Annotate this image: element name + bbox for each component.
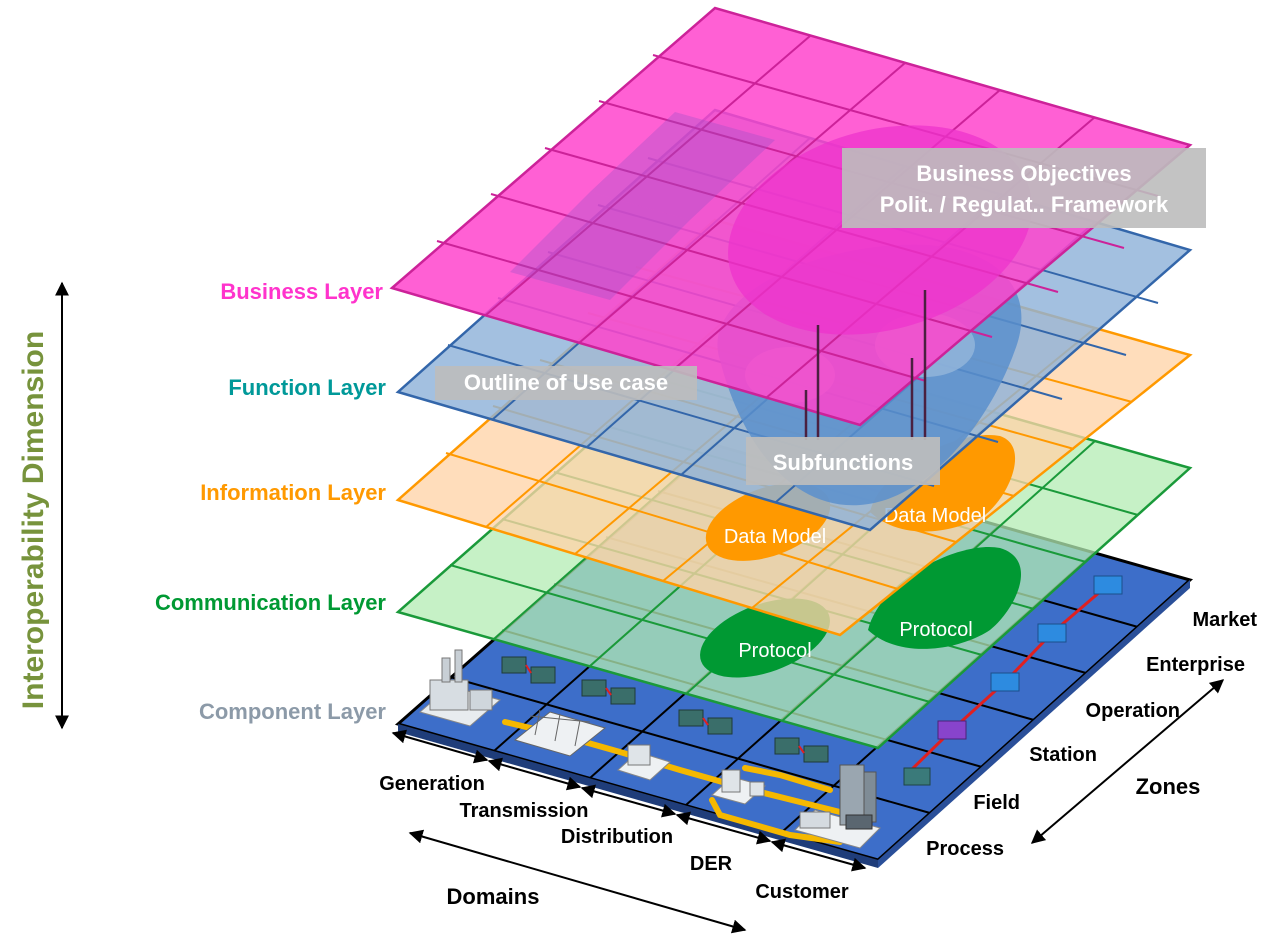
layer-connectors bbox=[804, 290, 927, 440]
business-use-case-zone bbox=[510, 112, 775, 300]
domain-axis: Generation Transmission Distribution DER… bbox=[379, 729, 867, 934]
market-device bbox=[1093, 575, 1123, 595]
interoperability-axis: Interoperability Dimension bbox=[17, 281, 69, 730]
protocol-left-label: Protocol bbox=[738, 640, 811, 662]
customer-buildings bbox=[794, 764, 881, 849]
zone-station: Station bbox=[1029, 744, 1097, 766]
station-device bbox=[937, 720, 967, 740]
protocol-right-label: Protocol bbox=[899, 619, 972, 641]
interoperability-axis-label: Interoperability Dimension bbox=[17, 331, 50, 709]
communication-layer-label: Communication Layer bbox=[155, 590, 386, 615]
subfunctions-label: Subfunctions bbox=[773, 450, 914, 475]
information-layer-label: Information Layer bbox=[200, 480, 386, 505]
domain-distribution: Distribution bbox=[561, 826, 673, 848]
der-equipment bbox=[710, 769, 767, 805]
field-devices bbox=[501, 656, 829, 763]
business-objectives-callout: Business Objectives Polit. / Regulat.. F… bbox=[842, 148, 1206, 228]
zone-process: Process bbox=[926, 838, 1004, 860]
zone-field: Field bbox=[973, 792, 1020, 814]
business-layer-label: Business Layer bbox=[220, 279, 383, 304]
zone-axis: Market Enterprise Operation Station Fiel… bbox=[926, 609, 1257, 860]
layer-labels: Business Layer Function Layer Informatio… bbox=[155, 279, 386, 724]
domain-customer: Customer bbox=[755, 881, 849, 903]
field-links bbox=[525, 664, 805, 754]
domains-axis-label: Domains bbox=[447, 884, 540, 909]
zone-devices bbox=[903, 575, 1123, 786]
zones-axis-label: Zones bbox=[1136, 774, 1201, 799]
function-layer-label: Function Layer bbox=[228, 375, 386, 400]
operation-device bbox=[990, 672, 1020, 692]
field-device bbox=[903, 767, 931, 786]
data-model-right-blob bbox=[870, 434, 1016, 532]
zone-market: Market bbox=[1193, 609, 1258, 631]
generation-plant bbox=[418, 649, 502, 727]
subfunctions-callout: Subfunctions bbox=[746, 437, 940, 485]
zone-operation: Operation bbox=[1086, 700, 1180, 722]
business-objectives-line1: Business Objectives bbox=[916, 161, 1131, 186]
component-layer-label: Component Layer bbox=[199, 699, 386, 724]
data-model-right-label: Data Model bbox=[884, 505, 986, 527]
domain-der: DER bbox=[690, 853, 733, 875]
enterprise-device bbox=[1037, 623, 1067, 643]
domain-generation: Generation bbox=[379, 773, 485, 795]
outline-use-case-label: Outline of Use case bbox=[464, 370, 668, 395]
transmission-substation bbox=[513, 709, 607, 757]
outline-use-case-callout: Outline of Use case bbox=[435, 366, 697, 400]
domain-transmission: Transmission bbox=[460, 800, 589, 822]
data-model-left-label: Data Model bbox=[724, 526, 826, 548]
distribution-substation bbox=[617, 744, 671, 781]
zone-enterprise: Enterprise bbox=[1146, 654, 1245, 676]
business-objectives-line2: Polit. / Regulat.. Framework bbox=[880, 192, 1169, 217]
protocol-right-blob bbox=[868, 546, 1022, 649]
